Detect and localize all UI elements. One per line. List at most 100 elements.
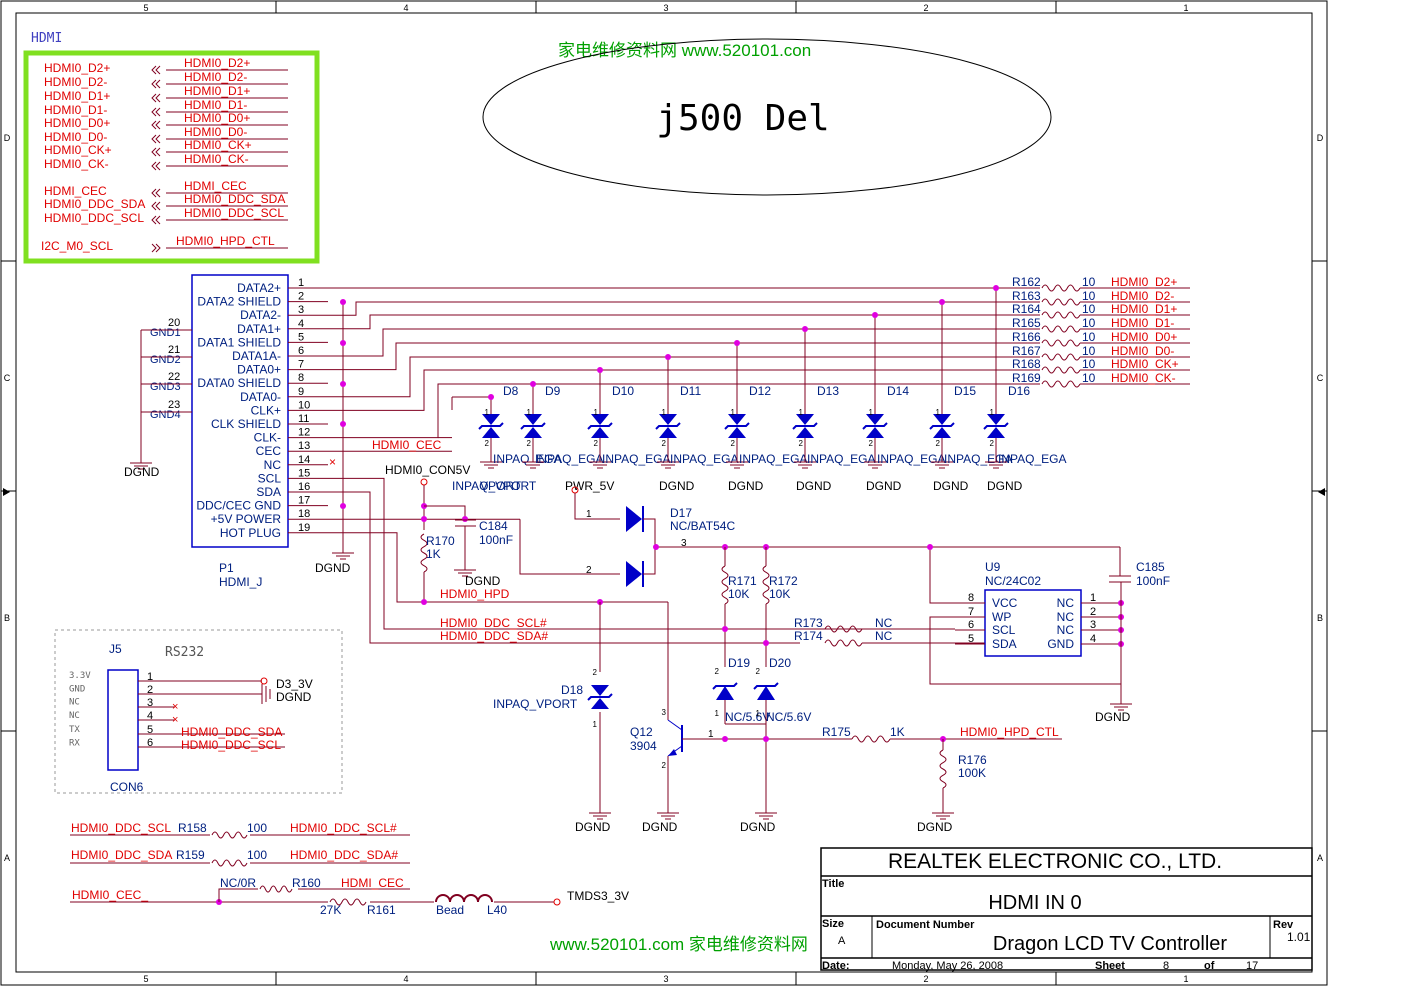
rs232-side-label: NC xyxy=(69,711,80,721)
company-name: REALTEK ELECTRONIC CO., LTD. xyxy=(888,850,1222,873)
border-col-label: 4 xyxy=(403,974,408,984)
q12-ground xyxy=(657,805,679,820)
r176-value: 100K xyxy=(958,766,986,780)
border-arrow xyxy=(1318,488,1325,496)
overlap-label: INPAQ_VPORT xyxy=(452,479,537,493)
resistor-ref: R167 xyxy=(1012,344,1041,358)
u9-pin-number: 8 xyxy=(968,592,974,604)
diode-ref: D12 xyxy=(749,384,771,398)
p1-pin-number: 17 xyxy=(298,495,310,507)
junction-dot xyxy=(653,544,659,550)
r172-value: 10K xyxy=(769,587,790,601)
dgnd-label: DGND xyxy=(575,820,611,834)
docnum-value: Dragon LCD TV Controller xyxy=(993,933,1228,955)
net-label: HDMI0_D2+ xyxy=(1111,275,1177,289)
pin-number: 2 xyxy=(869,439,874,448)
junction-dot xyxy=(665,354,671,360)
rs232-side-label: 3.3V xyxy=(69,671,91,681)
port-arrow xyxy=(151,65,157,75)
p1-pin-name: DDC/CEC GND xyxy=(196,499,281,513)
series-resistor xyxy=(1041,284,1081,292)
r161-ref: R161 xyxy=(367,903,396,917)
c184-wire xyxy=(424,505,466,520)
hdmi-right-label: HDMI0_D2- xyxy=(184,70,247,84)
border-row-label: D xyxy=(1317,133,1324,143)
r161-bg xyxy=(328,893,370,911)
hdmi-right-label: HDMI0_DDC_SDA xyxy=(184,192,285,206)
diff-pair-wire xyxy=(328,369,1040,411)
dgnd-label: DGND xyxy=(642,820,678,834)
hdmi-left-label: HDMI0_D1+ xyxy=(44,89,110,103)
pin-number: 1 xyxy=(485,408,490,417)
d18-value: INPAQ_VPORT xyxy=(493,697,578,711)
border-row-label: A xyxy=(4,853,10,863)
sheet-total: 17 xyxy=(1246,960,1258,972)
hdmi-left-label: I2C_M0_SCL xyxy=(41,239,113,253)
series-resistor xyxy=(1041,311,1081,319)
ddc-scl-label: HDMI0_DDC_SCL# xyxy=(440,616,547,630)
junction-dot xyxy=(993,285,999,291)
hdmi-left-label: HDMI0_D0+ xyxy=(44,116,110,130)
hdmi-right-label: HDMI0_D1+ xyxy=(184,84,250,98)
r175-bg xyxy=(820,730,892,748)
series-resistor xyxy=(1041,380,1081,388)
hpd-ctl-label: HDMI0_HPD_CTL xyxy=(960,725,1059,739)
diode-ground xyxy=(522,454,544,469)
dgnd-label: DGND xyxy=(933,479,969,493)
c184-ground xyxy=(454,562,476,577)
port-arrow xyxy=(151,243,157,253)
resistor-ref: R166 xyxy=(1012,330,1041,344)
diode-ground xyxy=(657,454,679,469)
docnum-label: Document Number xyxy=(876,919,975,931)
j5-pin-number: 6 xyxy=(147,737,153,749)
port-arrow xyxy=(155,161,161,171)
port-arrow xyxy=(151,107,157,117)
diode-ref: D10 xyxy=(612,384,634,398)
note-ellipse xyxy=(482,38,1052,196)
hdmi-left-label: HDMI0_CK+ xyxy=(44,143,112,157)
port-arrow xyxy=(151,93,157,103)
port-arrow xyxy=(155,79,161,89)
r158-resistor xyxy=(211,831,248,839)
u9-eeprom-body xyxy=(984,589,1082,657)
junction-dot xyxy=(340,381,346,387)
r158-ref: R158 xyxy=(178,821,207,835)
diode-ground xyxy=(931,454,953,469)
border-col-label: 5 xyxy=(143,974,148,984)
p1-pin-number: 2 xyxy=(298,291,304,303)
d19-ref: D19 xyxy=(728,656,750,670)
d17-value: NC/BAT54C xyxy=(670,519,735,533)
u9-pin-name: SDA xyxy=(992,637,1017,651)
pin-number: 2 xyxy=(731,439,736,448)
wire xyxy=(929,547,955,604)
diff-pair-wire xyxy=(328,342,1040,371)
dgnd-label: DGND xyxy=(124,465,160,479)
diff-pair-wire xyxy=(328,383,1040,439)
c184-ref: C184 xyxy=(479,519,508,533)
diode-ground xyxy=(794,454,816,469)
hdmi-right-label: HDMI0_CK- xyxy=(184,152,249,166)
resistor-value: 10 xyxy=(1082,316,1096,330)
dgnd-label: DGND xyxy=(465,574,501,588)
diode-part: INPAQ_EGA xyxy=(670,452,738,466)
p1-pin-name: CLK SHIELD xyxy=(211,417,281,431)
p1-pin-number: 8 xyxy=(298,372,304,384)
r170-resistor xyxy=(420,533,428,573)
pin-number: 2 xyxy=(990,439,995,448)
p1-connector-body xyxy=(191,274,289,548)
size-value: A xyxy=(838,935,846,947)
pin-number: 2 xyxy=(527,439,532,448)
net-label: HDMI0_CK+ xyxy=(1111,357,1179,371)
pin-number: 3 xyxy=(681,538,687,549)
u9-value: NC/24C02 xyxy=(985,574,1041,588)
u9-pin-number: 2 xyxy=(1090,606,1096,618)
junction-dot xyxy=(763,736,769,742)
p1-gnd-pin-number: 22 xyxy=(168,371,180,383)
net-label: HDMI0_D1+ xyxy=(1111,302,1177,316)
port-arrow xyxy=(151,201,157,211)
date-label: Date: xyxy=(822,960,850,972)
q12-arrow xyxy=(668,749,677,756)
c185-value: 100nF xyxy=(1136,574,1170,588)
u9-pin-name: SCL xyxy=(992,623,1016,637)
junction-dot xyxy=(722,736,728,742)
